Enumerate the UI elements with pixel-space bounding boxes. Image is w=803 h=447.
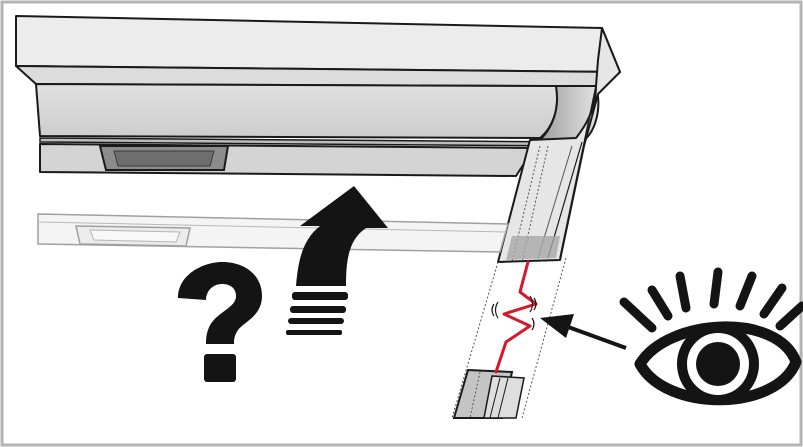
- eye-icon: [619, 267, 803, 406]
- sash-rail-line: [37, 221, 507, 233]
- window-sash: [37, 213, 509, 253]
- sash-handle-recess: [89, 229, 181, 243]
- question-mark-icon: [178, 262, 262, 382]
- guide-rail-lower-face: [483, 375, 525, 419]
- pointer-arrow-icon: [540, 314, 627, 350]
- tension-cord: [494, 260, 538, 374]
- guide-rail-lower-line-1: [489, 377, 501, 419]
- cassette-housing: [15, 15, 621, 177]
- cassette-rounded-body: [35, 83, 558, 139]
- side-frame-edge-1: [559, 85, 597, 259]
- side-frame-shadow: [506, 236, 560, 260]
- side-frame: [497, 27, 621, 263]
- motion-up-arrow-icon: [286, 186, 388, 335]
- detail-outline-left: [451, 261, 499, 419]
- shade-grip-recess: [113, 150, 215, 167]
- guide-rail-lower-line-2: [497, 377, 509, 419]
- guide-rail-detail: [451, 257, 567, 419]
- vibration-marks-icon: [491, 295, 537, 331]
